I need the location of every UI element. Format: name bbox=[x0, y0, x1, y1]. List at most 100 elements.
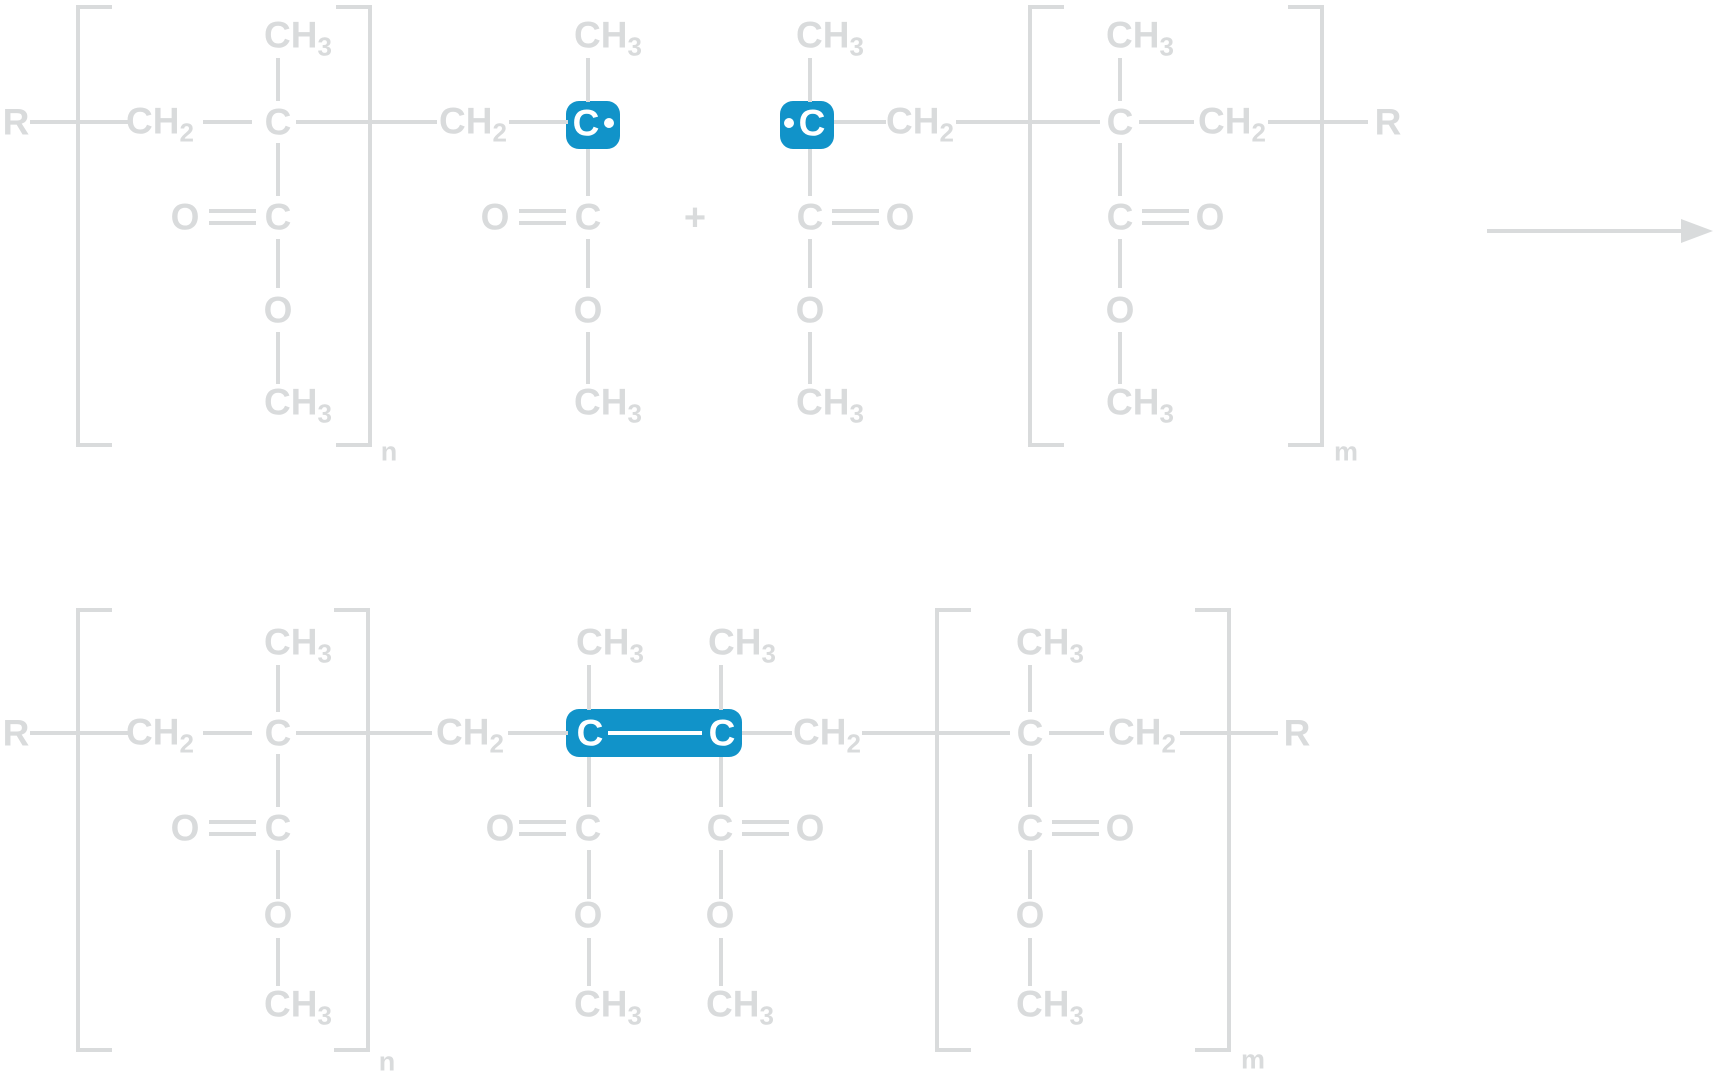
top-left-ester-ch3: CH3 bbox=[264, 384, 332, 427]
double-bond-line bbox=[209, 832, 256, 836]
top-radical2-ester-o-text: O bbox=[795, 289, 825, 331]
double-bond-line bbox=[1142, 209, 1189, 213]
top-radical2-carbonyl-o-text: O bbox=[885, 196, 915, 238]
bottom-right-carbonyl-c-text: C bbox=[1016, 807, 1044, 849]
bottom-right-end-group-R-text: R bbox=[1283, 712, 1311, 754]
bottom-mid-left-ch2-text: CH bbox=[436, 711, 490, 753]
double-bond-line bbox=[742, 820, 789, 824]
bracket-top-left-open-tick bbox=[78, 5, 112, 9]
bottom-mid-right-ester-o: O bbox=[706, 897, 735, 934]
bond bbox=[1028, 754, 1032, 807]
bracket-bottom-left-close-tick bbox=[334, 608, 368, 612]
bond bbox=[30, 120, 130, 124]
bottom-mid-left-carbonyl-c-text: C bbox=[574, 807, 602, 849]
top-right-carbonyl-c: C bbox=[1107, 199, 1134, 236]
bottom-mid-left-ester-ch3: CH3 bbox=[574, 986, 642, 1029]
bond bbox=[1118, 58, 1122, 101]
new-cc-bond bbox=[608, 731, 702, 735]
double-bond-line bbox=[742, 832, 789, 836]
top-radical1-ester-o-text: O bbox=[573, 289, 603, 331]
bottom-left-ch2: CH2 bbox=[126, 714, 194, 757]
bottom-left-backbone-c: C bbox=[265, 715, 292, 752]
repeat-subscript-n-top: n bbox=[381, 438, 398, 466]
bottom-mid-left-methyl-ch3: CH3 bbox=[576, 624, 644, 667]
bottom-right-ester-ch3-text: CH bbox=[1016, 983, 1070, 1025]
top-left-carbonyl-c: C bbox=[265, 199, 292, 236]
bottom-right-backbone-c: C bbox=[1017, 715, 1044, 752]
top-right-backbone-c: C bbox=[1107, 104, 1134, 141]
bond bbox=[203, 731, 252, 735]
bottom-mid-right-ester-ch3-subscript: 3 bbox=[759, 1000, 774, 1031]
top-right-methyl-ch3-subscript: 3 bbox=[1159, 31, 1174, 62]
top-radical2-ch2: CH2 bbox=[886, 103, 954, 146]
top-radical1-ch2: CH2 bbox=[439, 103, 507, 146]
bond bbox=[1028, 850, 1032, 899]
top-left-carbonyl-o-text: O bbox=[170, 196, 200, 238]
top-left-ester-o: O bbox=[264, 292, 293, 329]
top-radical1-carbonyl-c-text: C bbox=[574, 196, 602, 238]
double-bond-line bbox=[1052, 832, 1099, 836]
bond bbox=[276, 239, 280, 288]
bond bbox=[586, 239, 590, 288]
bond bbox=[587, 938, 591, 986]
bottom-left-carbonyl-o: O bbox=[171, 810, 200, 847]
bottom-mid-left-carbonyl-c: C bbox=[575, 810, 602, 847]
bracket-top-left-open bbox=[76, 5, 80, 447]
top-radical1-ch2-subscript: 2 bbox=[492, 117, 507, 148]
bottom-right-backbone-c-text: C bbox=[1016, 712, 1044, 754]
bottom-mid-left-methyl-ch3-text: CH bbox=[576, 621, 630, 663]
top-right-methyl-ch3: CH3 bbox=[1106, 17, 1174, 60]
bond bbox=[742, 731, 792, 735]
bond bbox=[30, 731, 130, 735]
radical-dot-2 bbox=[784, 118, 794, 128]
bond bbox=[276, 850, 280, 899]
bond bbox=[203, 120, 252, 124]
bottom-right-end-group-R: R bbox=[1284, 715, 1311, 752]
bottom-mid-left-ch2-subscript: 2 bbox=[489, 728, 504, 759]
bond bbox=[808, 58, 812, 102]
bond bbox=[834, 120, 886, 124]
bottom-right-carbonyl-c: C bbox=[1017, 810, 1044, 847]
bottom-left-ester-ch3-text: CH bbox=[264, 983, 318, 1025]
bond bbox=[587, 665, 591, 710]
top-left-methyl-ch3-subscript: 3 bbox=[317, 31, 332, 62]
radical-carbon-2-c: C bbox=[799, 105, 826, 142]
combined-carbon-left-c-text: C bbox=[576, 712, 604, 754]
top-right-ch2-subscript: 2 bbox=[1251, 117, 1266, 148]
bond bbox=[808, 332, 812, 384]
bottom-right-ester-o: O bbox=[1016, 897, 1045, 934]
bottom-mid-right-ester-ch3: CH3 bbox=[706, 986, 774, 1029]
bottom-mid-left-ch2: CH2 bbox=[436, 714, 504, 757]
top-radical2-methyl-ch3-text: CH bbox=[796, 14, 850, 56]
bond bbox=[587, 757, 591, 807]
double-bond-line bbox=[209, 820, 256, 824]
bottom-mid-right-methyl-ch3-subscript: 3 bbox=[761, 638, 776, 669]
top-left-backbone-c: C bbox=[265, 104, 292, 141]
bottom-right-carbonyl-o: O bbox=[1106, 810, 1135, 847]
top-radical2-ester-ch3: CH3 bbox=[796, 384, 864, 427]
top-right-ester-ch3-text: CH bbox=[1106, 381, 1160, 423]
bracket-bottom-right-close-tick bbox=[1195, 608, 1229, 612]
top-left-end-group-R-text: R bbox=[2, 101, 30, 143]
top-left-end-group-R: R bbox=[3, 104, 30, 141]
top-left-methyl-ch3: CH3 bbox=[264, 17, 332, 60]
bracket-bottom-right-close-tick bbox=[1195, 1048, 1229, 1052]
combined-carbon-right-c-text: C bbox=[708, 712, 736, 754]
bond bbox=[586, 149, 590, 196]
radical-carbon-1-c-text: C bbox=[572, 102, 600, 144]
top-radical1-methyl-ch3-subscript: 3 bbox=[627, 31, 642, 62]
top-radical2-ch2-subscript: 2 bbox=[939, 117, 954, 148]
top-radical1-ester-ch3-text: CH bbox=[574, 381, 628, 423]
bottom-mid-right-carbonyl-o-text: O bbox=[795, 807, 825, 849]
bracket-top-right-open bbox=[1028, 5, 1032, 447]
top-radical1-ch2-text: CH bbox=[439, 100, 493, 142]
bottom-left-carbonyl-o-text: O bbox=[170, 807, 200, 849]
bottom-mid-left-ester-o: O bbox=[574, 897, 603, 934]
bond bbox=[509, 120, 568, 124]
bond bbox=[586, 58, 590, 102]
top-left-carbonyl-o: O bbox=[171, 199, 200, 236]
bottom-mid-right-ch2-subscript: 2 bbox=[846, 728, 861, 759]
bottom-left-ester-ch3: CH3 bbox=[264, 986, 332, 1029]
bottom-mid-right-methyl-ch3-text: CH bbox=[708, 621, 762, 663]
top-right-ester-ch3-subscript: 3 bbox=[1159, 398, 1174, 429]
